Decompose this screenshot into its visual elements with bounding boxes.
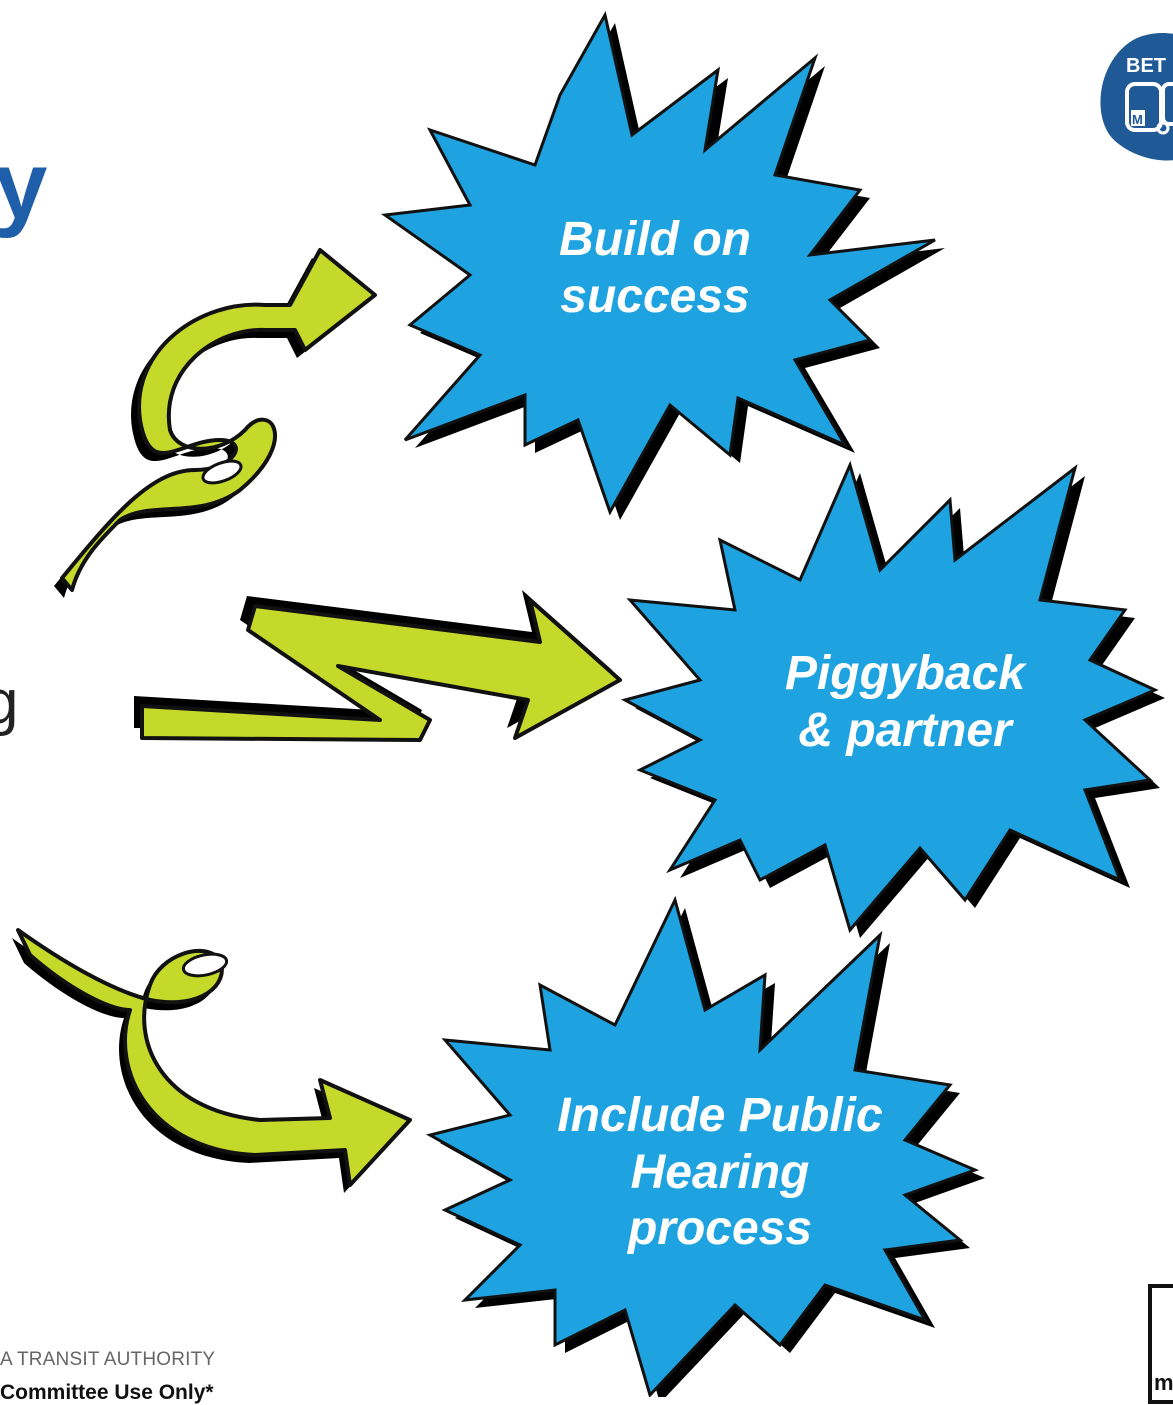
bullet-text-fragment: g (0, 668, 19, 737)
burst-label-piggyback-partner: Piggyback & partner (740, 646, 1070, 759)
burst-label-line: Hearing (630, 1145, 810, 1199)
zigzag-arrow-middle (134, 590, 622, 742)
starburst-piggyback-partner (620, 460, 1165, 938)
burst-label-line: Include Public (557, 1089, 883, 1142)
starburst-public-hearing (425, 895, 985, 1397)
burst-label-public-hearing: Include Public Hearing process (520, 1088, 920, 1258)
logo-badge: M (1132, 112, 1143, 127)
starburst-build-on-success (380, 10, 945, 520)
burst-label-line: process (627, 1202, 813, 1256)
better-bus-logo: BET M (1100, 33, 1173, 161)
burst-label-build-on-success: Build on success (500, 212, 810, 325)
logo-text: BET (1126, 55, 1166, 77)
burst-label-line: success (560, 269, 750, 323)
metro-logo-bottom-right: m (1148, 1284, 1173, 1404)
metro-logo-letter: m (1154, 1370, 1173, 1395)
burst-label-line: Build on (559, 213, 751, 266)
burst-label-line: Piggyback (784, 647, 1026, 700)
footer-confidentiality-note: Committee Use Only* (0, 1381, 214, 1404)
curly-arrow-top (54, 248, 377, 598)
burst-label-line: & partner (798, 703, 1012, 757)
title-fragment: y (0, 132, 48, 239)
footer-organization: A TRANSIT AUTHORITY (0, 1349, 216, 1370)
curly-arrow-bottom (12, 928, 412, 1193)
